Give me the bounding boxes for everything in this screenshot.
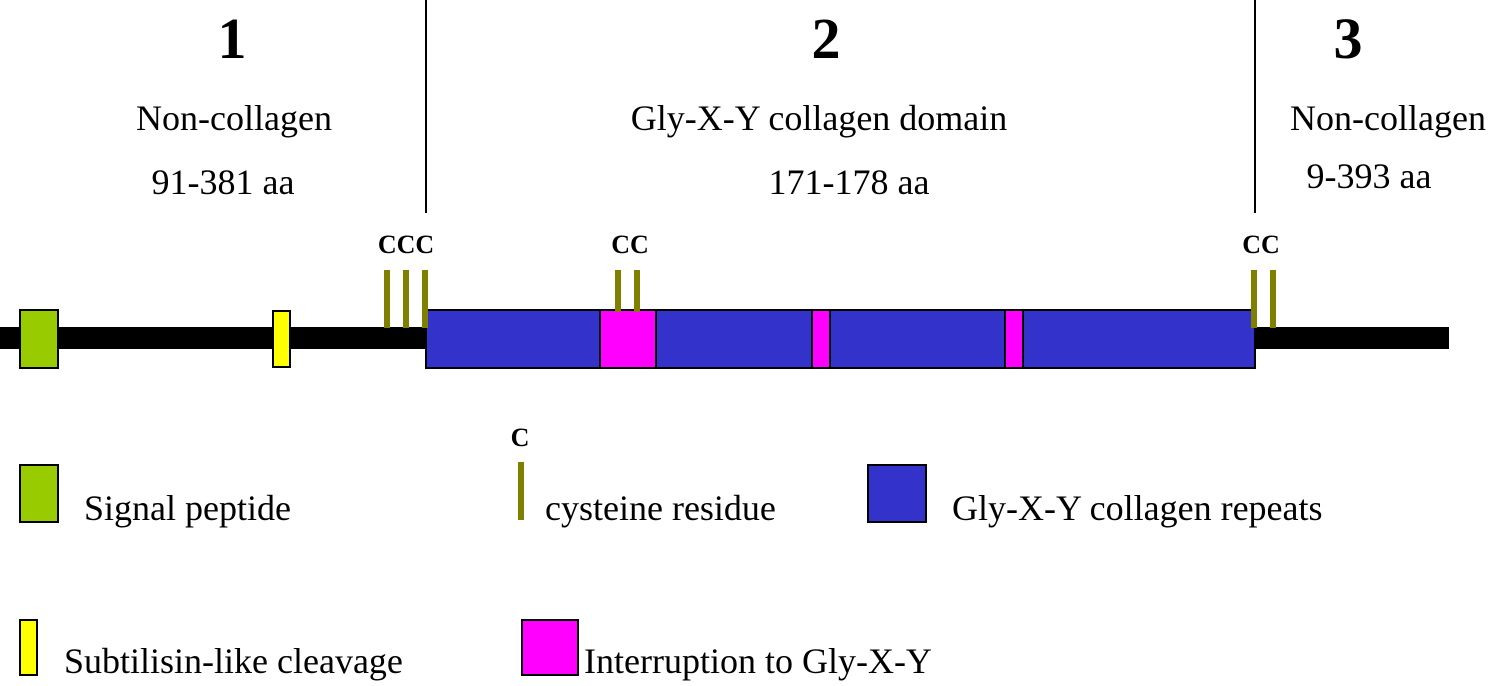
cleavage-site-box [272, 310, 291, 368]
legend-signal-peptide-swatch [19, 464, 59, 523]
legend-cleavage-label: Subtilisin-like cleavage [64, 641, 403, 681]
legend-interruption-label: Interruption to Gly-X-Y [584, 641, 932, 681]
domain-1-number: 1 [218, 6, 247, 71]
legend-collagen-repeats-label: Gly-X-Y collagen repeats [952, 488, 1323, 528]
cysteine-bar [384, 270, 390, 328]
legend-cysteine-label: cysteine residue [545, 488, 776, 528]
legend-cleavage-swatch [19, 619, 38, 676]
domain-1-name: Non-collagen [136, 98, 332, 138]
cysteine-cluster-2-label: CC [611, 230, 649, 259]
domain-3-number: 3 [1334, 6, 1363, 71]
cysteine-bar [1270, 270, 1276, 328]
interruption-box-2 [811, 309, 831, 369]
domain-1-length: 91-381 aa [152, 162, 295, 202]
cysteine-bar [1251, 270, 1257, 328]
domain-3-length: 9-393 aa [1307, 156, 1432, 196]
legend-signal-peptide-label: Signal peptide [84, 488, 291, 528]
interruption-box-1 [599, 309, 657, 369]
domain-3-name: Non-collagen [1290, 98, 1486, 138]
cysteine-cluster-3-label: CC [1242, 230, 1280, 259]
legend-interruption-swatch [521, 619, 579, 676]
legend-cysteine-symbol: C [511, 423, 530, 452]
domain-2-number: 2 [812, 6, 841, 71]
domain-2-length: 171-178 aa [769, 162, 930, 202]
signal-peptide-box [19, 309, 59, 369]
cysteine-bar [422, 270, 428, 328]
cysteine-bar [403, 270, 409, 328]
cysteine-bar [634, 270, 640, 312]
cysteine-cluster-1-label: CCC [378, 230, 434, 259]
legend-collagen-repeats-swatch [867, 464, 927, 523]
domain-2-name: Gly-X-Y collagen domain [631, 98, 1008, 138]
interruption-box-3 [1004, 309, 1024, 369]
cysteine-bar [615, 270, 621, 312]
collagen-domain-box [425, 309, 1256, 369]
legend-cysteine-swatch [518, 462, 524, 520]
